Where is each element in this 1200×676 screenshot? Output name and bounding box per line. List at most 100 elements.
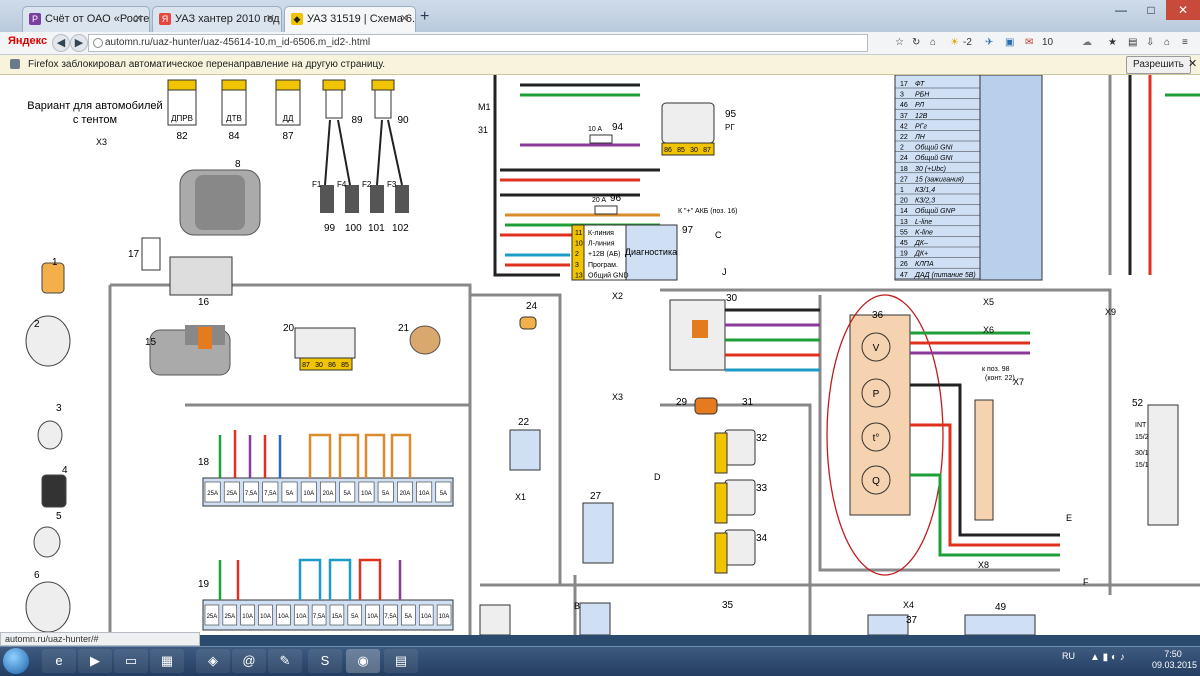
ecu-pin-number: 42: [900, 123, 908, 130]
sensor-connectors: ДПРВ 82 ДТВ 84 ДД 87 89 90: [167, 79, 409, 142]
fuse-rating: 5A: [286, 491, 293, 497]
alternator: 8: [179, 159, 261, 236]
label-x5: X5: [983, 297, 994, 307]
weather-icon[interactable]: ☀: [950, 37, 959, 48]
fuse: [222, 604, 238, 626]
home-icon[interactable]: ⌂: [930, 37, 937, 48]
svg-text:18: 18: [198, 457, 210, 468]
start-button[interactable]: [3, 648, 29, 674]
fuse-rating: 7,5A: [264, 491, 276, 497]
svg-text:1: 1: [52, 257, 58, 268]
firefox-icon[interactable]: ◉: [346, 649, 380, 673]
mail-icon[interactable]: ✉: [1025, 37, 1034, 48]
fuse-rating: 7,5A: [384, 614, 396, 620]
calendar-icon[interactable]: ▦: [150, 649, 184, 673]
tab-bar: Р Счёт от ОАО «Ростелеко... ✕ Я УАЗ хант…: [0, 0, 1200, 33]
fuse-rating: 5A: [382, 491, 389, 497]
network-icon[interactable]: ◈: [196, 649, 230, 673]
address-bar[interactable]: automn.ru/uaz-hunter/uaz-45614-10.m_id-6…: [88, 34, 868, 52]
forward-button[interactable]: ▶: [70, 34, 88, 52]
wiring-diagram: Вариант для автомобилей с тентом ДПРВ 82…: [25, 75, 1200, 635]
mail-ru-icon[interactable]: @: [232, 649, 266, 673]
bookmarks-icon[interactable]: ★: [1108, 37, 1117, 48]
disk-icon[interactable]: ▣: [1005, 37, 1015, 48]
yandex-logo[interactable]: Яндекс: [8, 35, 48, 47]
system-clock[interactable]: 7:50 09.03.2015: [1152, 649, 1197, 671]
fuse: [329, 604, 345, 626]
injector-89: 89: [322, 79, 363, 126]
svg-text:19: 19: [198, 579, 210, 590]
menu-icon[interactable]: ≡: [1182, 37, 1188, 48]
fuse-rating: 10A: [303, 491, 314, 497]
fuse-rating: 20A: [400, 491, 411, 497]
close-tab-icon[interactable]: ✕: [399, 13, 409, 25]
ecu-pin-function: Общий GNI: [915, 154, 953, 162]
ecu-pin-function: K-line: [915, 229, 933, 236]
ecu-pin-number: 24: [900, 155, 908, 162]
language-indicator[interactable]: RU: [1062, 651, 1075, 661]
svg-text:8: 8: [235, 159, 241, 170]
minimize-button[interactable]: —: [1115, 3, 1127, 17]
bookmark-star-icon[interactable]: ☆: [895, 37, 904, 48]
fuse: [258, 604, 273, 626]
ecu-pin-function: КЗ/2,3: [915, 198, 935, 205]
relay20-pin: 85: [341, 362, 349, 369]
home-page-icon[interactable]: ⌂: [1164, 37, 1171, 48]
fuse-rating: 10A: [421, 614, 432, 620]
fuse-rating: 7,5A: [245, 491, 257, 497]
label-x3: X3: [96, 137, 107, 147]
ecu-pin-function: ЛН: [914, 134, 926, 141]
fuse-rating: 10A: [439, 614, 450, 620]
sensor-num: 87: [282, 131, 294, 142]
fuse: [281, 481, 298, 503]
allow-button[interactable]: Разрешить: [1126, 56, 1191, 74]
fuse: [397, 481, 413, 503]
ie-icon[interactable]: e: [42, 649, 76, 673]
info-icon: [10, 59, 20, 69]
folder-icon[interactable]: ▤: [384, 649, 418, 673]
explorer-icon[interactable]: ▭: [114, 649, 148, 673]
ecu-pin-function: РБН: [915, 92, 930, 99]
tab-rostelecom[interactable]: Р Счёт от ОАО «Ростелеко... ✕: [22, 6, 150, 32]
ecu-pin-number: 2: [900, 145, 904, 152]
new-tab-button[interactable]: +: [420, 8, 430, 25]
ecu-pin-number: 55: [900, 229, 908, 236]
label-j: J: [722, 267, 727, 277]
tab-uaz-scheme[interactable]: ◆ УАЗ 31519 | Схема 6. Элек... ✕: [284, 6, 416, 32]
connector-x7: [974, 399, 994, 521]
fuse-rating: 10A: [361, 491, 372, 497]
maximize-button[interactable]: □: [1147, 3, 1155, 17]
wiring-diagram-page: Вариант для автомобилей с тентом ДПРВ 82…: [0, 75, 1200, 635]
refresh-icon[interactable]: ↻: [912, 37, 921, 48]
component-27: [582, 502, 614, 564]
svg-text:52: 52: [1132, 398, 1144, 409]
close-tab-icon[interactable]: ✕: [133, 13, 143, 25]
bird-icon[interactable]: ✈: [985, 37, 994, 48]
skype-icon[interactable]: S: [308, 649, 342, 673]
tab-label: УАЗ хантер 2010 год расп...: [175, 13, 281, 25]
svg-text:22: 22: [518, 417, 530, 428]
svg-text:31: 31: [742, 397, 754, 408]
tray-icons[interactable]: ▲ ▮ ◐ ♪: [1090, 652, 1125, 663]
clipboard-icon[interactable]: ▤: [1128, 37, 1138, 48]
ecu-pin-number: 13: [900, 219, 908, 226]
label-b: B: [574, 601, 580, 611]
cloud-icon[interactable]: ☁: [1082, 37, 1092, 48]
svg-text:35: 35: [722, 600, 734, 611]
download-icon[interactable]: ⇩: [1146, 37, 1155, 48]
ecu-pin-function: Общий GNI: [915, 144, 953, 152]
media-player-icon[interactable]: ▶: [78, 649, 112, 673]
ecu-pin-function: 12В: [915, 113, 928, 120]
relay-20: 20 87 30 86 85: [283, 323, 356, 371]
svg-text:4: 4: [62, 465, 68, 476]
tab-uaz-search[interactable]: Я УАЗ хантер 2010 год расп... ✕: [152, 6, 282, 32]
paint-icon[interactable]: ✎: [268, 649, 302, 673]
site-info-icon[interactable]: [93, 38, 103, 48]
close-window-button[interactable]: ✕: [1166, 0, 1200, 20]
close-tab-icon[interactable]: ✕: [265, 13, 275, 25]
back-button[interactable]: ◀: [52, 34, 70, 52]
close-notification-icon[interactable]: ✕: [1188, 58, 1198, 70]
yandex-search-icon: Я: [159, 13, 171, 25]
fuse96-label: 20 A: [592, 197, 606, 204]
